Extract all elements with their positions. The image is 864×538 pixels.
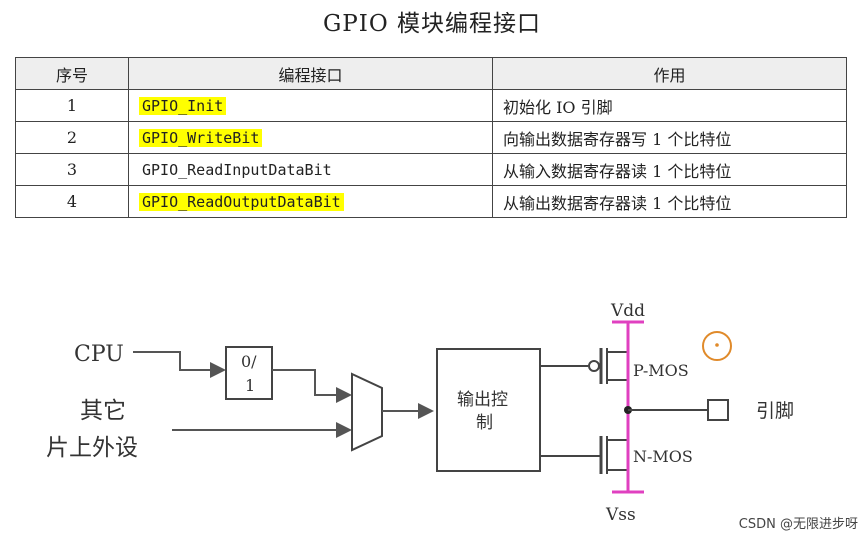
select-top-label: 0/ <box>241 352 257 371</box>
row-index: 3 <box>15 153 129 186</box>
vss-label: Vss <box>605 505 636 525</box>
other-peripheral-label-2: 片上外设 <box>46 435 138 461</box>
watermark: CSDN @无限进步呀 <box>738 517 858 532</box>
function-name: GPIO_WriteBit <box>139 128 263 147</box>
table-row: 1 GPIO_Init 初始化 IO 引脚 <box>15 89 847 122</box>
cursor-marker-icon <box>702 331 732 361</box>
header-interface: 编程接口 <box>128 57 493 90</box>
table-row: 3 GPIO_ReadInputDataBit 从输入数据寄存器读 1 个比特位 <box>15 153 847 186</box>
output-control-label-2: 制 <box>476 413 493 433</box>
page-title: GPIO 模块编程接口 <box>322 11 542 37</box>
function-name: GPIO_ReadOutputDataBit <box>139 192 344 211</box>
row-function: GPIO_ReadOutputDataBit <box>128 185 493 218</box>
header-purpose: 作用 <box>492 57 847 90</box>
row-function: GPIO_Init <box>128 89 493 122</box>
cpu-signal-line <box>133 351 226 378</box>
pin-label: 引脚 <box>756 400 794 422</box>
select-box <box>225 346 273 400</box>
pmos-gate-bubble <box>588 360 600 372</box>
table-row: 4 GPIO_ReadOutputDataBit 从输出数据寄存器读 1 个比特… <box>15 185 847 218</box>
other-peripheral-label-1: 其它 <box>80 398 126 424</box>
row-purpose: 从输入数据寄存器读 1 个比特位 <box>492 153 847 186</box>
gpio-api-table: 序号 编程接口 作用 1 GPIO_Init 初始化 IO 引脚 2 GPIO_… <box>15 57 847 218</box>
output-control-box <box>436 348 541 472</box>
pin-pad <box>707 399 729 421</box>
mux-shape <box>351 372 383 452</box>
row-index: 4 <box>15 185 129 218</box>
function-name: GPIO_Init <box>139 96 227 115</box>
row-function: GPIO_WriteBit <box>128 121 493 154</box>
pmos-label: P-MOS <box>633 361 689 380</box>
table-row: 2 GPIO_WriteBit 向输出数据寄存器写 1 个比特位 <box>15 121 847 154</box>
function-name: GPIO_ReadInputDataBit <box>142 160 332 179</box>
row-purpose: 向输出数据寄存器写 1 个比特位 <box>492 121 847 154</box>
row-purpose: 初始化 IO 引脚 <box>492 89 847 122</box>
output-control-label-1: 输出控 <box>457 390 508 410</box>
vdd-label: Vdd <box>610 301 645 321</box>
nmos-label: N-MOS <box>633 447 693 466</box>
row-purpose: 从输出数据寄存器读 1 个比特位 <box>492 185 847 218</box>
select-output-line <box>272 369 352 403</box>
select-bottom-label: 1 <box>245 376 255 395</box>
cpu-label: CPU <box>74 342 124 367</box>
table-header-row: 序号 编程接口 作用 <box>15 57 847 90</box>
header-index: 序号 <box>15 57 129 90</box>
